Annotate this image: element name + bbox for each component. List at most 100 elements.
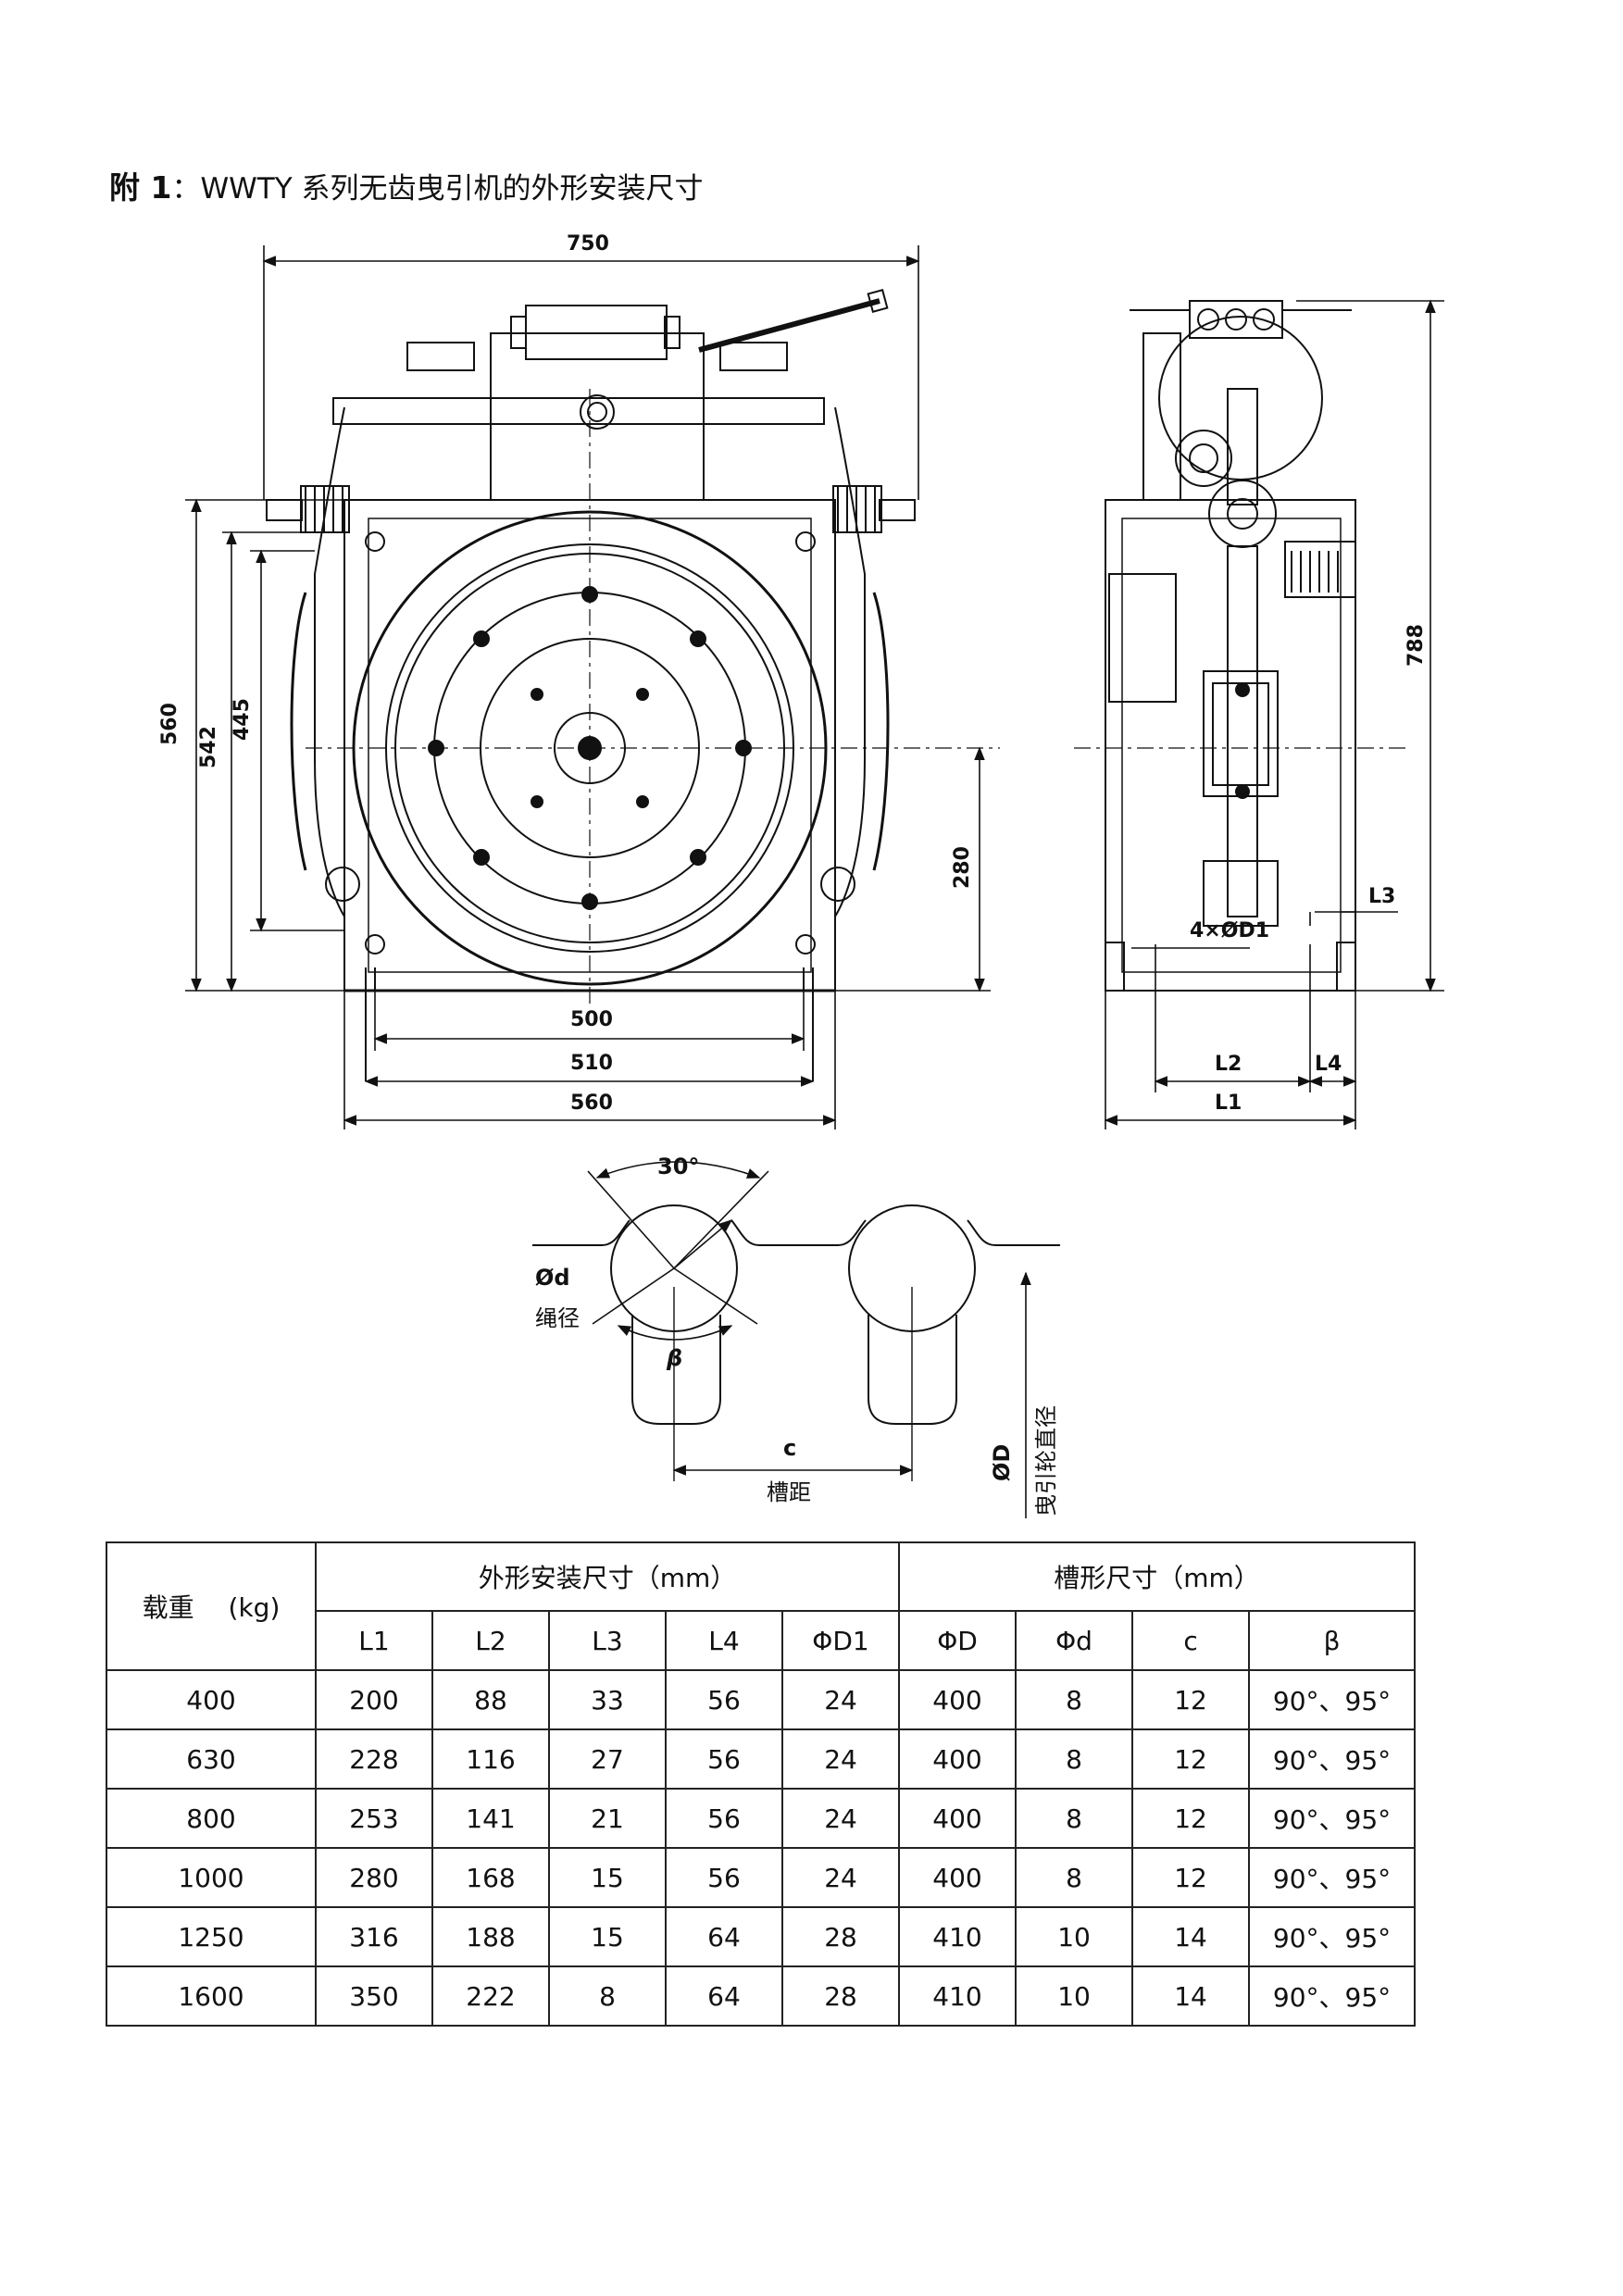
groove-pitch-label: 槽距 xyxy=(767,1479,811,1505)
table-cell: 1600 xyxy=(106,1965,317,2027)
side-base-frame xyxy=(1105,499,1356,992)
groove-pitch-symbol: c xyxy=(783,1435,796,1461)
table-cell: 24 xyxy=(780,1669,901,1730)
table-cell: 200 xyxy=(315,1669,433,1730)
groove-beta: β xyxy=(666,1345,682,1371)
table-cell: 56 xyxy=(665,1669,783,1730)
table-cell: 800 xyxy=(106,1788,317,1849)
table-cell: 12 xyxy=(1131,1669,1251,1730)
table-cell: 12 xyxy=(1131,1847,1251,1908)
left-spring xyxy=(266,485,350,533)
dim-280: 280 xyxy=(951,846,974,889)
side-view xyxy=(1105,300,1356,992)
header-col-l4: L4 xyxy=(665,1610,783,1671)
dim-560-left: 560 xyxy=(158,703,181,745)
dim-542: 542 xyxy=(197,726,220,768)
table-cell: 8 xyxy=(1015,1847,1134,1908)
header-install-dims: 外形安装尺寸（mm） xyxy=(314,1541,901,1612)
technical-drawing: 750 560 542 445 280 500 510 560 xyxy=(158,232,1444,1518)
dim-788: 788 xyxy=(1405,624,1428,667)
page-heading: 附 1：WWTY 系列无齿曳引机的外形安装尺寸 xyxy=(109,163,703,207)
table-cell: 12 xyxy=(1131,1788,1251,1849)
table-cell: 116 xyxy=(431,1728,550,1790)
groove-detail xyxy=(532,1161,1060,1518)
table-cell: 1000 xyxy=(106,1847,317,1908)
header-col-l2: L2 xyxy=(431,1610,550,1671)
table-header-row-groups: 载重 (kg) 外形安装尺寸（mm） 槽形尺寸（mm） xyxy=(106,1541,1417,1671)
rope-diameter-symbol: Ød xyxy=(535,1265,570,1291)
dim-510: 510 xyxy=(570,1052,613,1075)
table-cell: 400 xyxy=(898,1669,1017,1730)
label-l4: L4 xyxy=(1315,1053,1342,1076)
spec-table: 载重 (kg) 外形安装尺寸（mm） 槽形尺寸（mm） L1 L2 L3 L4 … xyxy=(106,1541,1417,2027)
table-cell: 316 xyxy=(315,1906,433,1967)
sheave-diameter-symbol: ØD xyxy=(989,1444,1015,1481)
table-cell: 350 xyxy=(315,1965,433,2027)
table-cell: 56 xyxy=(665,1847,783,1908)
header-col-l3: L3 xyxy=(548,1610,667,1671)
table-cell: 188 xyxy=(431,1906,550,1967)
table-cell: 27 xyxy=(548,1728,667,1790)
table-cell: 410 xyxy=(898,1965,1017,2027)
table-cell: 410 xyxy=(898,1906,1017,1967)
header-col-l1: L1 xyxy=(315,1610,433,1671)
table-cell: 90°、95° xyxy=(1248,1728,1417,1790)
table-cell: 10 xyxy=(1015,1965,1134,2027)
table-cell: 90°、95° xyxy=(1248,1965,1417,2027)
table-cell: 12 xyxy=(1131,1728,1251,1790)
table-cell: 24 xyxy=(780,1728,901,1790)
dim-750: 750 xyxy=(567,232,609,256)
table-cell: 400 xyxy=(898,1728,1017,1790)
heading-title: WWTY 系列无齿曳引机的外形安装尺寸 xyxy=(200,172,704,206)
sheave-diameter-label: 曳引轮直径 xyxy=(1033,1405,1059,1516)
table-cell: 228 xyxy=(315,1728,433,1790)
table-header-row-columns: L1 L2 L3 L4 ΦD1 ΦD Φd c β xyxy=(106,1610,1417,1671)
rope-diameter-label: 绳径 xyxy=(535,1305,580,1331)
right-spring xyxy=(832,485,916,533)
label-l3: L3 xyxy=(1368,885,1395,908)
table-cell: 64 xyxy=(665,1965,783,2027)
header-col-beta: β xyxy=(1248,1610,1417,1671)
table-cell: 24 xyxy=(780,1847,901,1908)
label-4xD1: 4×ØD1 xyxy=(1190,919,1269,942)
label-l2: L2 xyxy=(1215,1053,1242,1076)
table-cell: 253 xyxy=(315,1788,433,1849)
table-cell: 14 xyxy=(1131,1965,1251,2027)
table-cell: 56 xyxy=(665,1728,783,1790)
table-cell: 88 xyxy=(431,1669,550,1730)
table-cell: 56 xyxy=(665,1788,783,1849)
table-cell: 400 xyxy=(898,1847,1017,1908)
header-groove-dims: 槽形尺寸（mm） xyxy=(898,1541,1417,1612)
dim-500: 500 xyxy=(570,1008,613,1031)
header-col-rope-d: Φd xyxy=(1015,1610,1134,1671)
table-cell: 90°、95° xyxy=(1248,1788,1417,1849)
header-col-d1: ΦD1 xyxy=(780,1610,901,1671)
table-cell: 21 xyxy=(548,1788,667,1849)
header-load: 载重 (kg) xyxy=(106,1541,317,1671)
front-view xyxy=(266,289,916,1081)
table-cell: 8 xyxy=(1015,1788,1134,1849)
dim-445: 445 xyxy=(231,698,254,741)
table-cell: 28 xyxy=(780,1906,901,1967)
table-cell: 90°、95° xyxy=(1248,1669,1417,1730)
groove-angle: 30° xyxy=(657,1154,699,1179)
table-cell: 222 xyxy=(431,1965,550,2027)
table-cell: 64 xyxy=(665,1906,783,1967)
table-cell: 280 xyxy=(315,1847,433,1908)
header-col-sheave-d: ΦD xyxy=(898,1610,1017,1671)
table-cell: 28 xyxy=(780,1965,901,2027)
table-cell: 630 xyxy=(106,1728,317,1790)
table-cell: 141 xyxy=(431,1788,550,1849)
header-col-c: c xyxy=(1131,1610,1251,1671)
table-cell: 168 xyxy=(431,1847,550,1908)
table-cell: 8 xyxy=(1015,1728,1134,1790)
label-l1: L1 xyxy=(1215,1092,1242,1115)
table-cell: 1250 xyxy=(106,1906,317,1967)
heading-colon: ： xyxy=(171,172,201,206)
table-cell: 90°、95° xyxy=(1248,1906,1417,1967)
